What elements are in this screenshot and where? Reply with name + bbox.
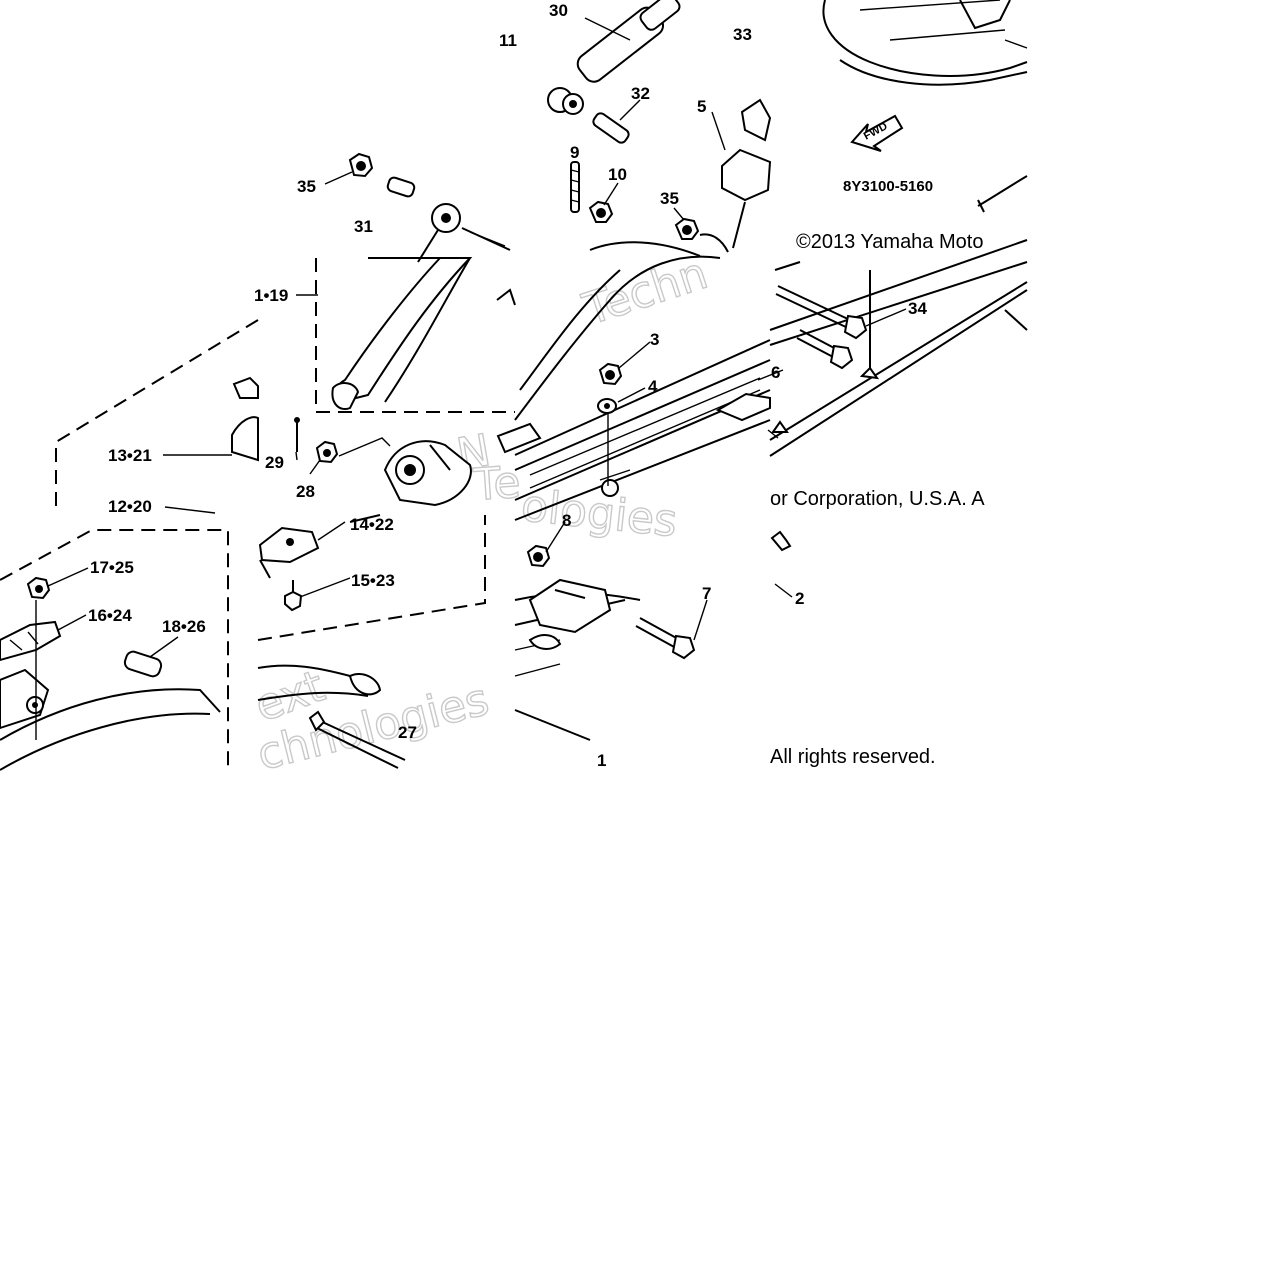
nut-17-25: [26, 576, 51, 600]
washer-4: [597, 398, 617, 486]
callout-14-22: 14•22: [350, 515, 394, 534]
diagram-code: 8Y3100-5160: [843, 178, 933, 195]
nut-10: [588, 200, 614, 223]
watermark-text-2: Te: [471, 457, 522, 511]
bolt-34: [775, 285, 868, 340]
callout-11: 11: [499, 31, 517, 50]
nut-35-left: [348, 152, 374, 178]
bolt-7: [635, 617, 696, 660]
bushing-link: [417, 203, 511, 263]
copyright-line-1: ©2013 Yamaha Moto: [796, 231, 983, 253]
hanger-bracket: [383, 422, 542, 507]
callout-33: 33: [733, 25, 752, 44]
callout-31: 31: [354, 217, 373, 236]
nut-28: [315, 437, 391, 464]
callout-32: 32: [631, 84, 650, 103]
shock-absorber: [547, 0, 681, 115]
callout-12-20: 12•20: [108, 497, 152, 516]
clip-2: [770, 530, 793, 598]
callout-28: 28: [296, 482, 315, 501]
nut-35-right: [674, 217, 700, 240]
bolt-29: [294, 417, 300, 452]
spring-pin-9: [570, 161, 580, 213]
callouts: 30 33 11 32 5 9 10 35 35 31 1•19 34 3 4 …: [88, 1, 927, 770]
callout-30: 30: [549, 1, 568, 20]
bolt-27: [308, 710, 406, 769]
nut-8: [526, 544, 551, 568]
callout-6: 6: [771, 363, 780, 382]
nut-3: [598, 362, 623, 386]
callout-15-23: 15•23: [351, 571, 395, 590]
callout-3: 3: [650, 330, 659, 349]
callout-35-left: 35: [297, 177, 316, 196]
bolt-15-23: [284, 580, 303, 612]
watermark-text-3: ologies: [519, 480, 680, 547]
lower-box: [257, 514, 486, 641]
bolt-6: [796, 329, 854, 370]
callout-9: 9: [570, 143, 579, 162]
callout-10: 10: [608, 165, 627, 184]
watermark: Techn Te ologies ext chnologies N: [248, 247, 715, 781]
callout-7: 7: [702, 584, 711, 603]
callout-34: 34: [908, 299, 927, 318]
collar-18-26: [123, 650, 163, 678]
spring-lower-end: [257, 664, 382, 701]
copyright-line-3: All rights reserved.: [770, 746, 936, 768]
bracket-arm: [699, 233, 729, 253]
callout-27: 27: [398, 723, 417, 742]
callout-35-right: 35: [660, 189, 679, 208]
collar-32: [592, 112, 630, 144]
leaf-spring-left: [0, 600, 221, 771]
bracket-5: [721, 98, 772, 249]
callout-18-26: 18•26: [162, 617, 206, 636]
ski-rail-right: [769, 239, 1028, 457]
ski-tip-drawing: [822, 0, 1028, 213]
leader-lines: [47, 17, 907, 658]
callout-1: 1: [597, 751, 606, 770]
collar-31: [386, 176, 416, 198]
callout-29: 29: [265, 453, 284, 472]
callout-17-25: 17•25: [90, 558, 134, 577]
callout-4: 4: [648, 377, 658, 396]
copyright-line-2: or Corporation, U.S.A. A: [770, 488, 985, 510]
ski-runner: [514, 578, 641, 741]
left-box: [0, 319, 259, 770]
callout-5: 5: [697, 97, 706, 116]
callout-16-24: 16•24: [88, 606, 132, 625]
fwd-arrow-icon: FWD: [850, 114, 904, 152]
callout-13-21: 13•21: [108, 446, 152, 465]
callout-2: 2: [795, 589, 804, 608]
spring-box: [315, 257, 516, 413]
ski-rail-center: [514, 241, 771, 521]
callout-8: 8: [562, 511, 571, 530]
plate-14-22: [258, 526, 320, 579]
callout-1-19: 1•19: [254, 286, 288, 305]
clamp-16-24: [0, 620, 62, 662]
spring-cap-13-21: [231, 376, 259, 462]
